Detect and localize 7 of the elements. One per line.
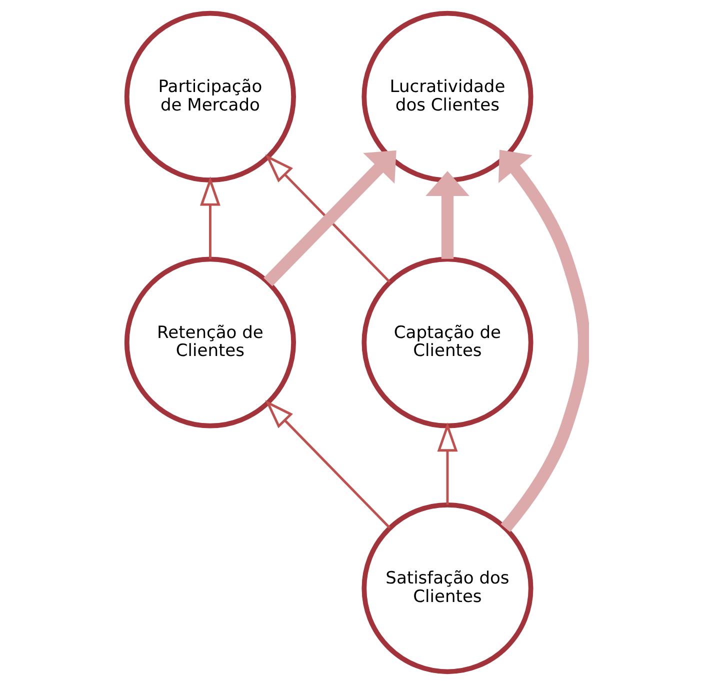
arrow (498, 150, 588, 532)
node-circle: Satisfação dos Clientes (361, 502, 533, 674)
arrow (436, 422, 458, 505)
arrow (199, 176, 220, 259)
node-circle: Captação de Clientes (361, 256, 533, 428)
arrow (264, 400, 390, 529)
arrow (425, 170, 469, 259)
